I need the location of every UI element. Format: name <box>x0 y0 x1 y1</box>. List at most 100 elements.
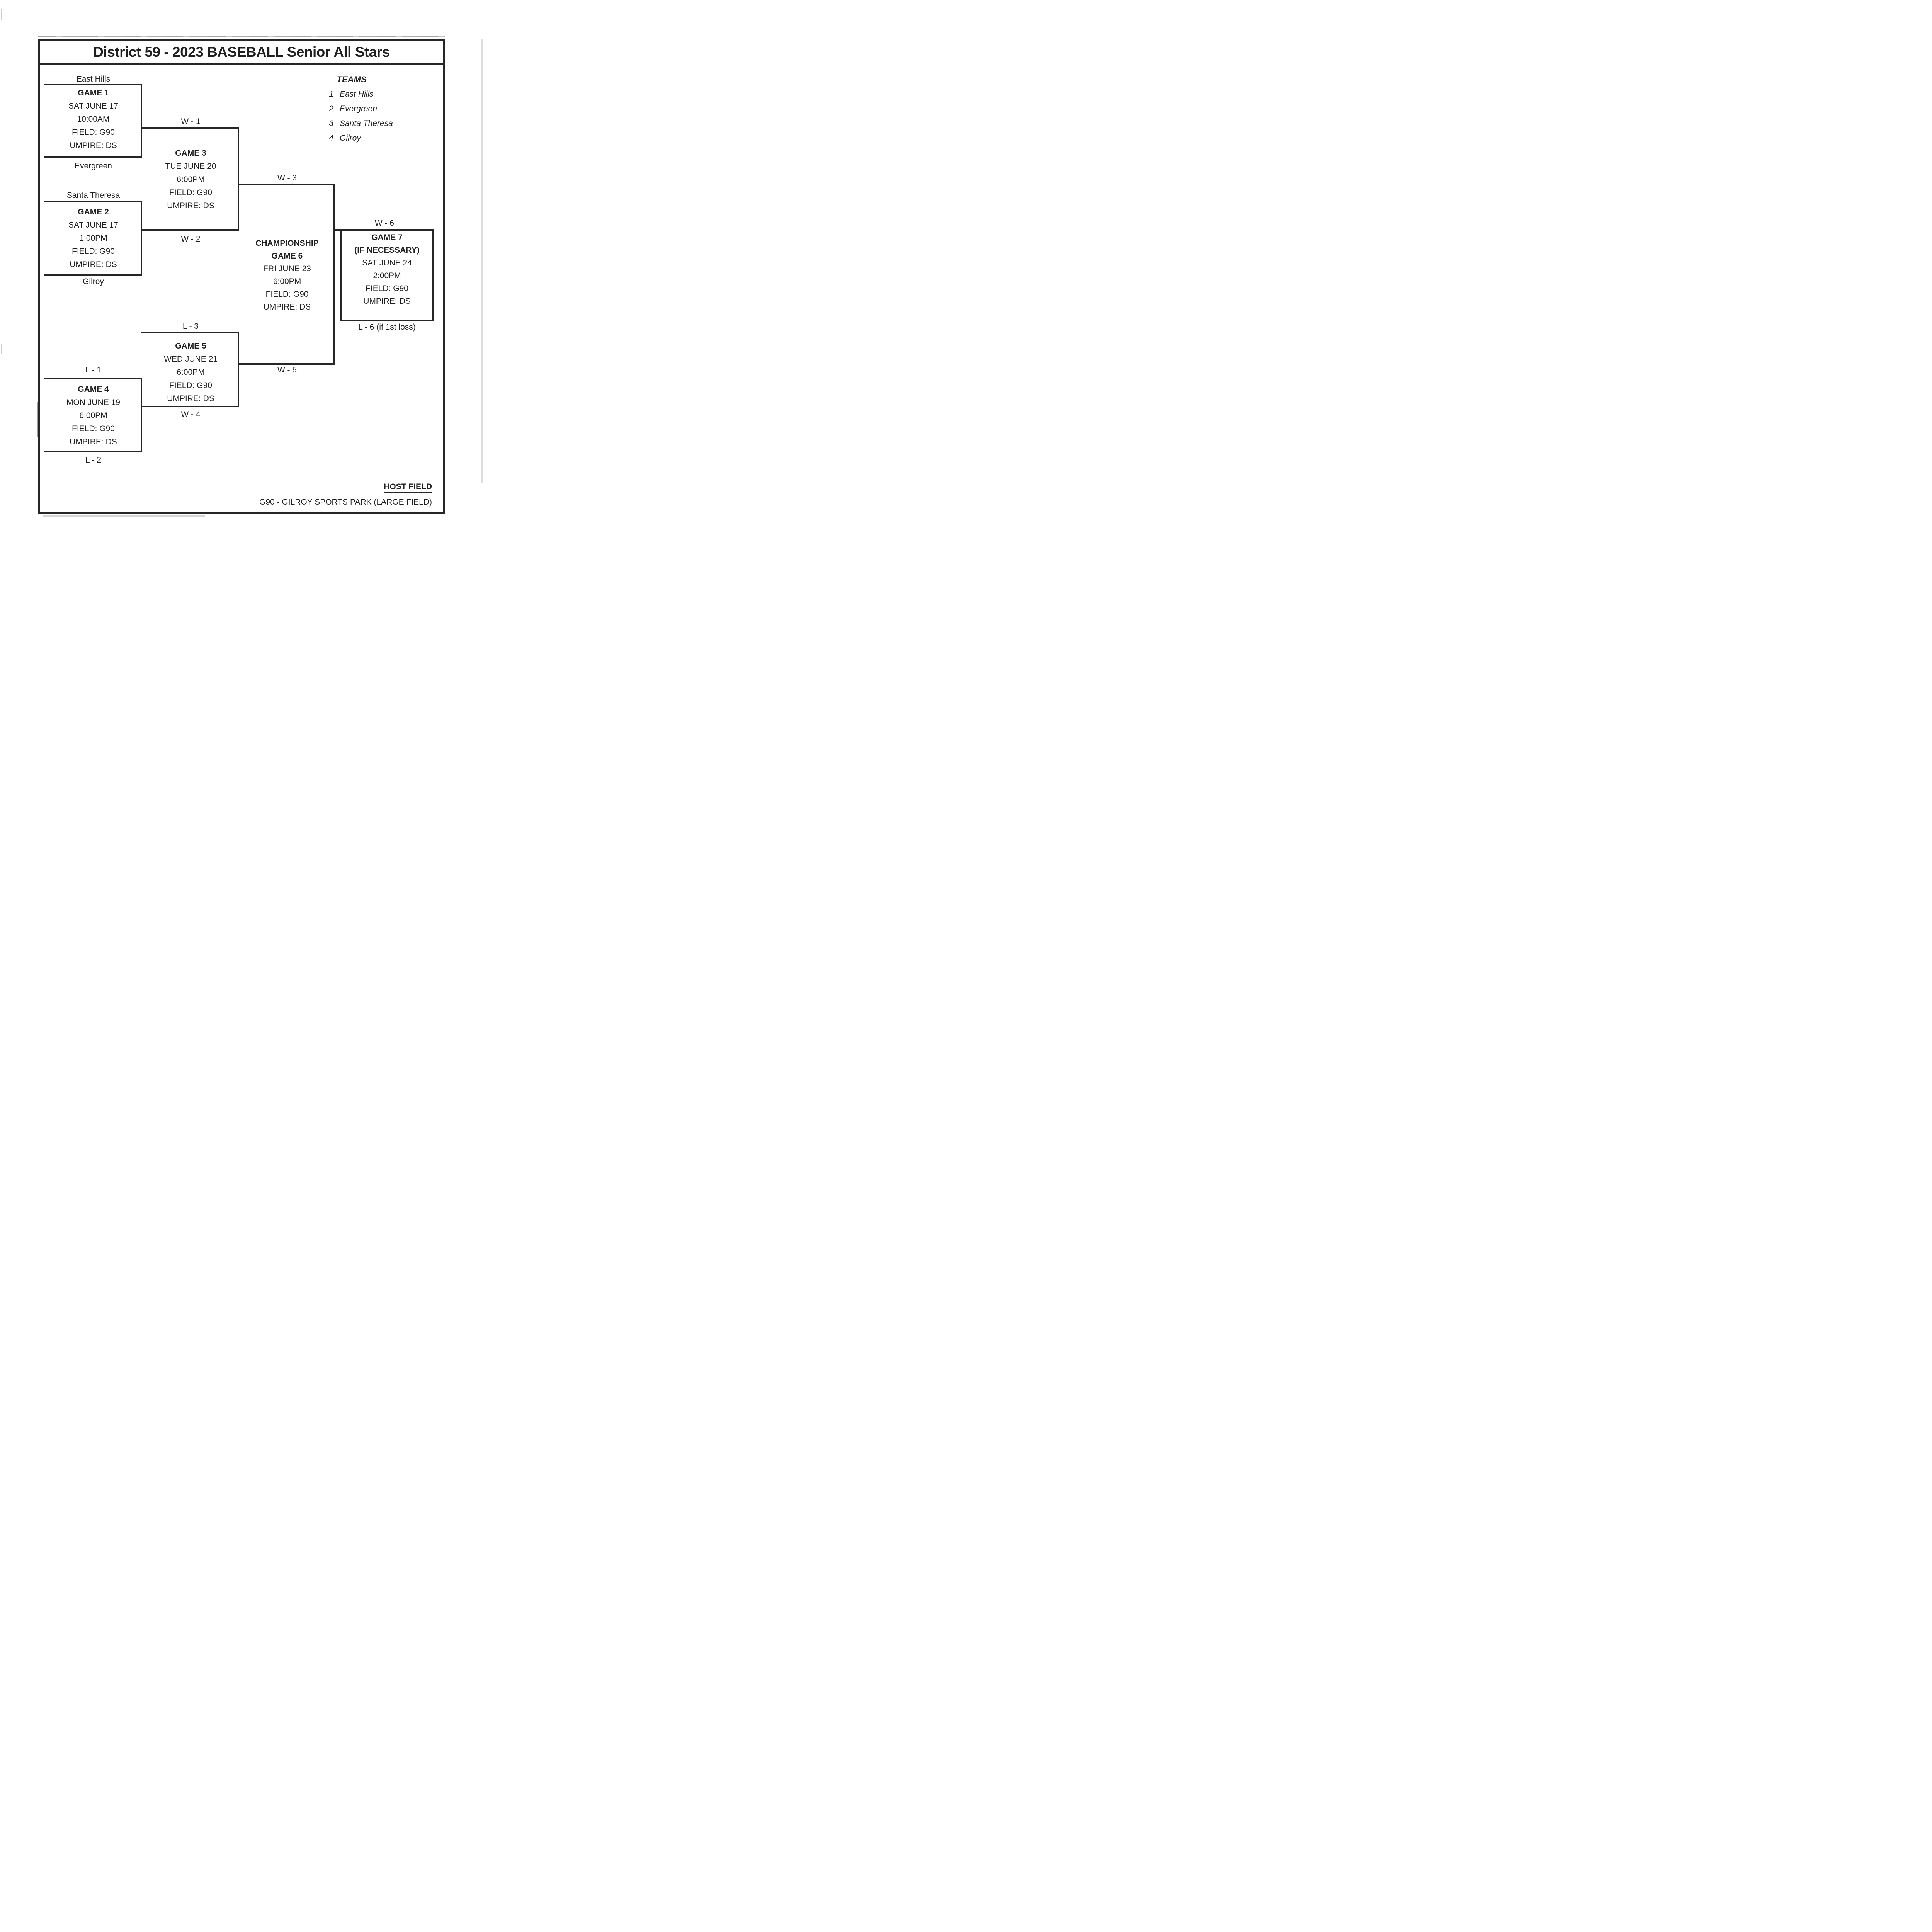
game5-bottom-line <box>141 406 239 407</box>
teams-legend-heading: TEAMS <box>337 75 367 84</box>
game-time: 1:00PM <box>79 234 107 243</box>
game-date: SAT JUNE 17 <box>68 221 118 230</box>
game-umpire: UMPIRE: DS <box>167 201 214 210</box>
game-title: GAME 3 <box>175 149 206 158</box>
game-umpire: UMPIRE: DS <box>363 297 411 306</box>
game1-top-line <box>44 84 142 85</box>
slot-label-game7-top: W - 6 <box>374 219 395 228</box>
game-title: GAME 4 <box>78 385 109 394</box>
game2-box: GAME 2 SAT JUNE 17 1:00PM FIELD: G90 UMP… <box>44 206 142 271</box>
team-row-3: 3 Santa Theresa <box>327 116 393 131</box>
host-field-heading: HOST FIELD <box>384 482 432 493</box>
game-note: (IF NECESSARY) <box>354 246 420 255</box>
scan-smudge <box>1 9 2 20</box>
game7-right-line <box>432 229 434 321</box>
game1-bottom-line <box>44 156 142 158</box>
game5-box: GAME 5 WED JUNE 21 6:00PM FIELD: G90 UMP… <box>142 340 239 405</box>
game-time: 6:00PM <box>273 277 301 286</box>
game-title: GAME 2 <box>78 207 109 216</box>
scan-smudge <box>1 344 2 354</box>
team-row-2: 2 Evergreen <box>327 102 377 116</box>
page-title: District 59 - 2023 BASEBALL Senior All S… <box>93 44 390 60</box>
game-time: 2:00PM <box>373 271 401 280</box>
slot-label-game3-top: W - 1 <box>181 117 201 126</box>
slot-label-game2-top: Santa Theresa <box>66 191 120 200</box>
game7-bottom-line <box>340 320 434 321</box>
game7-box: GAME 7 (IF NECESSARY) SAT JUNE 24 2:00PM… <box>340 231 434 308</box>
game1-box: GAME 1 SAT JUNE 17 10:00AM FIELD: G90 UM… <box>44 87 142 152</box>
game-title: GAME 1 <box>78 88 109 97</box>
team-row-1: 1 East Hills <box>327 87 374 102</box>
team-name: Santa Theresa <box>340 119 393 128</box>
host-field-detail: G90 - GILROY SPORTS PARK (LARGE FIELD) <box>259 498 432 507</box>
game-time: 6:00PM <box>177 368 205 377</box>
slot-label-game1-bottom: Evergreen <box>75 162 112 170</box>
game-date: TUE JUNE 20 <box>165 162 216 171</box>
game-date: FRI JUNE 23 <box>263 264 311 273</box>
game-umpire: UMPIRE: DS <box>70 141 117 150</box>
slot-label-game2-bottom: Gilroy <box>83 277 104 286</box>
game-field: FIELD: G90 <box>72 247 115 256</box>
game-date: WED JUNE 21 <box>164 355 218 364</box>
game6-box: CHAMPIONSHIP GAME 6 FRI JUNE 23 6:00PM F… <box>239 237 335 313</box>
team-seed: 3 <box>329 119 333 128</box>
game-field: FIELD: G90 <box>169 381 212 390</box>
game-umpire: UMPIRE: DS <box>263 303 311 311</box>
game3-box: GAME 3 TUE JUNE 20 6:00PM FIELD: G90 UMP… <box>142 147 239 213</box>
team-name: East Hills <box>340 90 374 99</box>
title-bar: District 59 - 2023 BASEBALL Senior All S… <box>38 39 445 65</box>
slot-label-game3-bottom: W - 2 <box>181 235 201 243</box>
slot-label-game4-top: L - 1 <box>85 366 102 374</box>
team-row-4: 4 Gilroy <box>327 131 361 146</box>
game4-box: GAME 4 MON JUNE 19 6:00PM FIELD: G90 UMP… <box>44 383 142 449</box>
game7-left-line <box>340 229 342 321</box>
scan-smudge <box>43 515 205 517</box>
game-date: SAT JUNE 17 <box>68 102 118 111</box>
game3-bottom-line <box>141 229 239 231</box>
slot-label-game1-top: East Hills <box>76 75 111 83</box>
scan-streak-right-edge <box>481 39 483 483</box>
game-title: GAME 6 <box>271 252 303 260</box>
game6-bottom-line <box>238 363 335 365</box>
team-name: Gilroy <box>340 134 361 143</box>
game2-bottom-line <box>44 274 142 276</box>
game-field: FIELD: G90 <box>265 290 309 299</box>
game-field: FIELD: G90 <box>366 284 408 293</box>
game4-bottom-line <box>44 451 142 452</box>
game5-top-line <box>141 332 239 333</box>
game7-top-line <box>333 229 434 231</box>
slot-label-game4-bottom: L - 2 <box>85 456 102 464</box>
slot-label-game5-bottom: W - 4 <box>181 410 201 419</box>
slot-label-game7-bottom: L - 6 (if 1st loss) <box>358 323 416 332</box>
game-field: FIELD: G90 <box>72 424 115 433</box>
game-date: SAT JUNE 24 <box>362 259 412 267</box>
game6-top-line <box>238 184 335 185</box>
game2-right-line <box>141 201 142 276</box>
team-seed: 1 <box>329 90 333 99</box>
slot-label-game5-top: L - 3 <box>182 322 199 331</box>
game-heading: CHAMPIONSHIP <box>255 239 319 248</box>
game-umpire: UMPIRE: DS <box>70 260 117 269</box>
team-seed: 2 <box>329 104 333 113</box>
game4-top-line <box>44 378 142 379</box>
scan-streak-top <box>38 36 445 37</box>
game3-top-line <box>141 127 239 129</box>
game-field: FIELD: G90 <box>72 128 115 137</box>
slot-label-game6-top: W - 3 <box>277 173 297 182</box>
team-seed: 4 <box>329 134 333 143</box>
game-time: 10:00AM <box>77 115 110 124</box>
game1-right-line <box>141 84 142 158</box>
game-umpire: UMPIRE: DS <box>167 394 214 403</box>
game-field: FIELD: G90 <box>169 188 212 197</box>
team-name: Evergreen <box>340 104 377 113</box>
document-page: District 59 - 2023 BASEBALL Senior All S… <box>0 0 492 637</box>
game3-right-line <box>238 127 239 231</box>
game4-right-line <box>141 378 142 452</box>
game-time: 6:00PM <box>177 175 205 184</box>
game-title: GAME 7 <box>371 233 403 242</box>
game-title: GAME 5 <box>175 342 206 350</box>
game6-right-line <box>333 184 335 365</box>
game-date: MON JUNE 19 <box>66 398 120 407</box>
game-umpire: UMPIRE: DS <box>70 437 117 446</box>
game-time: 6:00PM <box>79 411 107 420</box>
